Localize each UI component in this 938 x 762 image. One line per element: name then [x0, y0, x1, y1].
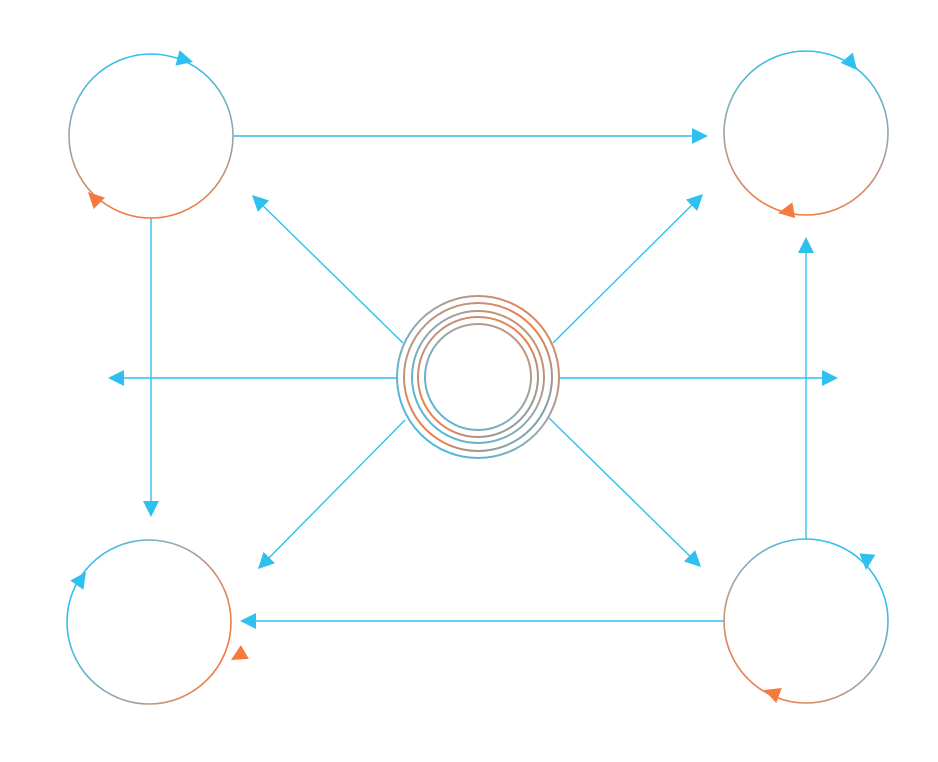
arrowhead-icon [258, 551, 275, 569]
arrowhead-icon [686, 194, 703, 211]
arrowhead-icon [683, 550, 701, 567]
hub-ring [424, 323, 532, 431]
hub-ring [403, 302, 553, 452]
cycle-arrowhead-icon [778, 202, 796, 219]
center-hub [396, 295, 560, 459]
connector-line [548, 417, 695, 561]
hub-ring [411, 310, 545, 444]
connector-line [258, 201, 404, 344]
arrowhead-icon [108, 370, 124, 386]
cycle-arrowhead-icon [840, 52, 857, 70]
cycle-arrowheads [70, 50, 876, 703]
connector-arrows [108, 128, 838, 629]
arrowhead-icon [798, 237, 814, 253]
top-right-cycle [723, 50, 889, 216]
arrowhead-icon [143, 501, 159, 517]
cycle-nodes [66, 50, 889, 705]
cycle-arrowhead-icon [231, 645, 249, 660]
cycle-arrowhead-icon [70, 572, 86, 590]
connector-line [264, 419, 406, 563]
arrowhead-icon [692, 128, 708, 144]
arrowhead-icon [252, 195, 270, 212]
arrowhead-icon [240, 613, 256, 629]
hub-ring [396, 295, 560, 459]
bottom-left-cycle [66, 539, 232, 705]
cycle-arrowhead-icon [175, 50, 193, 66]
hub-ring [417, 316, 539, 438]
cycle-arrowhead-icon [88, 192, 105, 209]
arrowhead-icon [822, 370, 838, 386]
cycle-arrowhead-icon [859, 553, 876, 570]
bottom-right-cycle [723, 538, 889, 704]
cycle-arrowhead-icon [764, 687, 782, 703]
connector-line [552, 200, 697, 344]
top-left-cycle [68, 53, 234, 219]
